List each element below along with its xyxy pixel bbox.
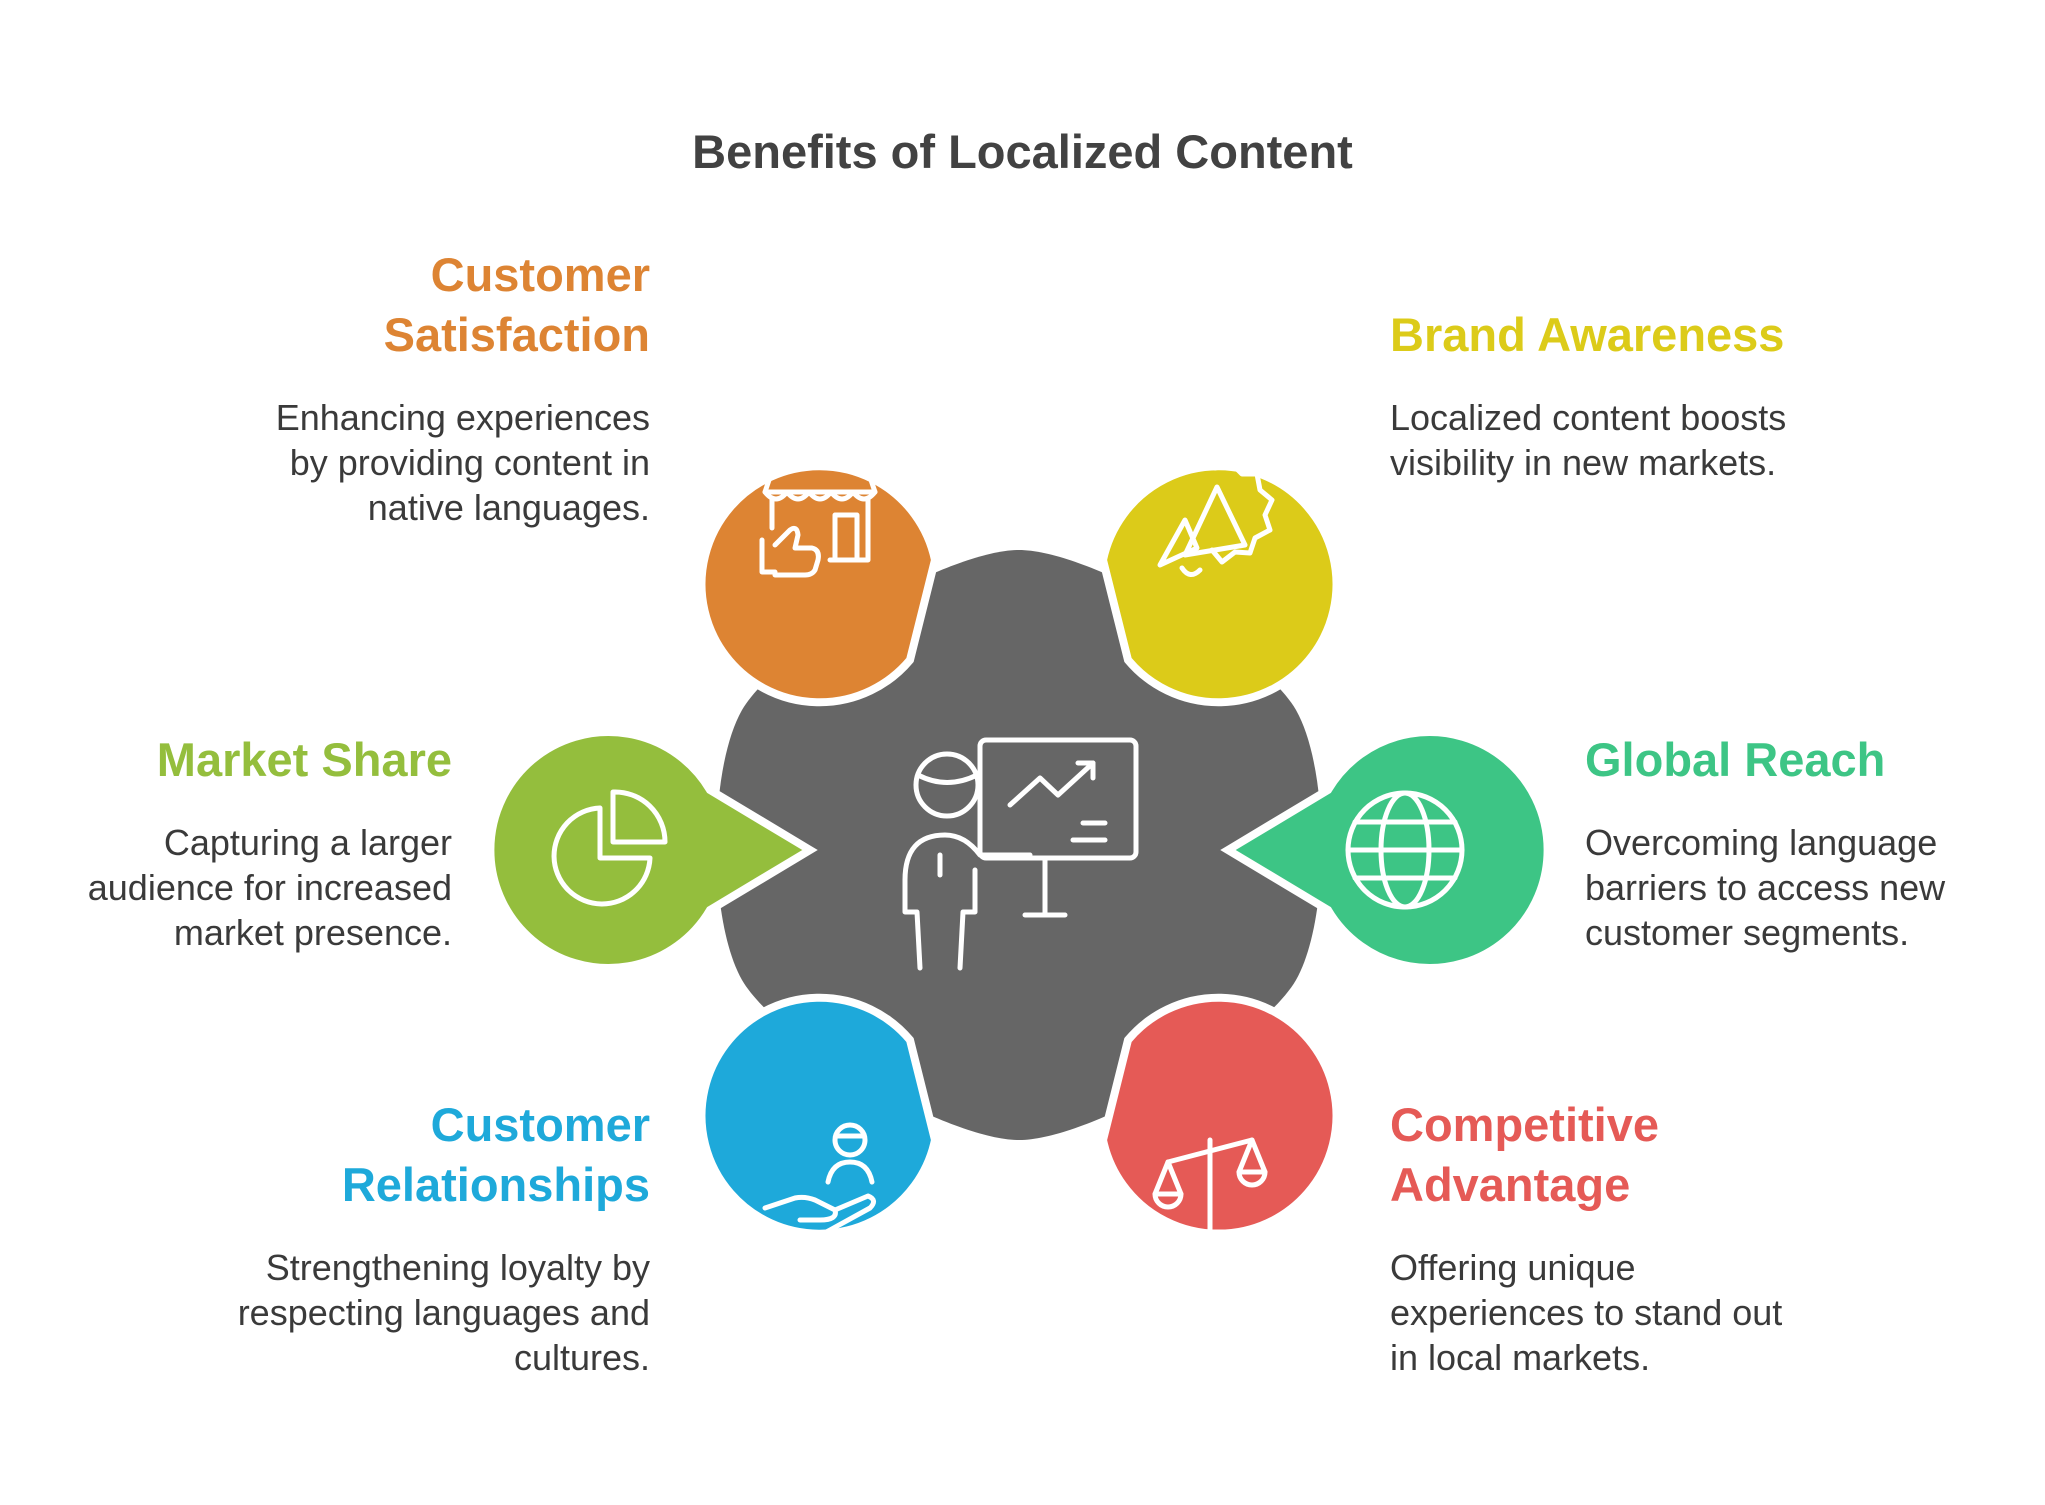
brand-awareness-block: Brand Awareness Localized content boosts… (1390, 305, 1860, 485)
market-share-description: Capturing a larger audience for increase… (87, 822, 452, 953)
customer-relationships-heading: Customer Relationships (341, 1098, 650, 1211)
customer-satisfaction-node (697, 459, 940, 707)
competitive-advantage-heading: Competitive Advantage (1390, 1098, 1659, 1211)
brand-awareness-description: Localized content boosts visibility in n… (1390, 397, 1787, 483)
brand-awareness-pin (1098, 462, 1341, 707)
global-reach-block: Global Reach Overcoming language barrier… (1585, 730, 2005, 955)
global-reach-heading: Global Reach (1585, 733, 1886, 786)
megaphone-icon (1157, 459, 1275, 577)
market-share-node (486, 728, 818, 972)
customer-satisfaction-description: Enhancing experiences by providing conte… (275, 397, 650, 528)
globe-icon (1345, 790, 1465, 910)
pie-chart-icon (551, 789, 668, 907)
brand-awareness-node (1098, 459, 1341, 707)
center-hub (716, 550, 1322, 1140)
storefront-thumbs-up-icon (759, 459, 878, 578)
market-share-heading: Market Share (156, 733, 452, 786)
customer-satisfaction-pin (697, 462, 940, 707)
competitive-advantage-description: Offering unique experiences to stand out… (1390, 1247, 1783, 1378)
competitive-advantage-pin (1098, 993, 1341, 1238)
customer-satisfaction-block: Customer Satisfaction Enhancing experien… (230, 245, 650, 530)
customer-relationships-node (697, 993, 940, 1243)
customer-relationships-description: Strengthening loyalty by respecting lang… (237, 1247, 650, 1378)
balance-scale-icon (1152, 1137, 1268, 1235)
customer-satisfaction-heading: Customer Satisfaction (383, 248, 650, 361)
global-reach-description: Overcoming language barriers to access n… (1585, 822, 1946, 953)
competitive-advantage-node (1098, 993, 1341, 1238)
hand-person-icon (757, 1122, 876, 1243)
competitive-advantage-block: Competitive Advantage Offering unique ex… (1390, 1095, 1790, 1380)
presenter-chart-icon (902, 737, 1139, 971)
market-share-block: Market Share Capturing a larger audience… (40, 730, 452, 955)
page-title: Benefits of Localized Content (692, 125, 1353, 178)
global-reach-node (1220, 728, 1552, 972)
customer-relationships-pin (697, 993, 940, 1238)
customer-relationships-block: Customer Relationships Strengthening loy… (200, 1095, 650, 1380)
market-share-pin (486, 728, 818, 972)
brand-awareness-heading: Brand Awareness (1390, 308, 1785, 361)
